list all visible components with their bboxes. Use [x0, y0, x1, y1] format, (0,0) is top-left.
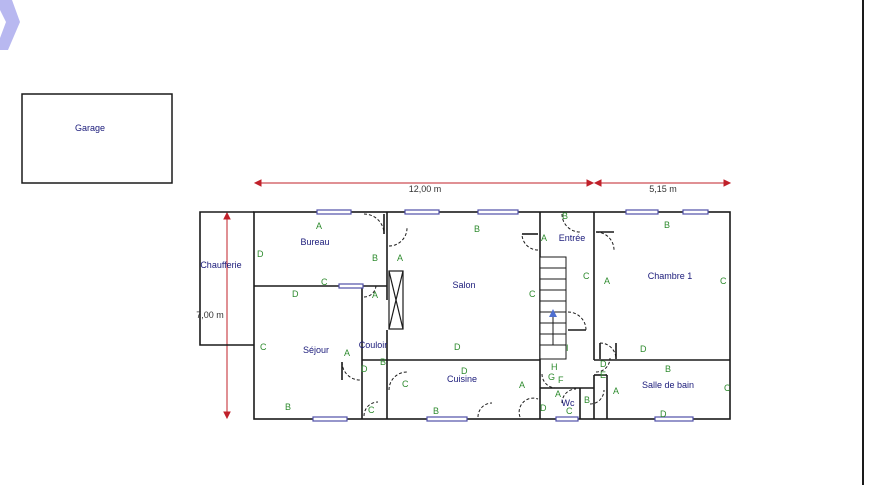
dimension-label-width-right: 5,15 m — [649, 184, 677, 194]
wall-letter: A — [604, 276, 610, 286]
wall-letter: B — [665, 364, 671, 374]
wall-letter: B — [474, 224, 480, 234]
wall-letter: C — [724, 383, 731, 393]
room-label-chambre1: Chambre 1 — [648, 271, 693, 281]
wall-letter: B — [372, 253, 378, 263]
wall-letters: A B C D A B C D A B A B C D A B C A B C … — [257, 211, 731, 419]
dimension-label-height: 7,00 m — [196, 310, 224, 320]
wall-letter: D — [361, 364, 368, 374]
wall-letter: C — [583, 271, 590, 281]
wall-letter: A — [316, 221, 322, 231]
room-label-sejour: Séjour — [303, 345, 329, 355]
garage-room[interactable] — [21, 93, 173, 184]
wall-letter: C — [720, 276, 727, 286]
staircase[interactable] — [539, 256, 567, 360]
room-label-salon: Salon — [452, 280, 475, 290]
dimension-height — [223, 211, 231, 420]
room-label-chaufferie: Chaufferie — [200, 260, 241, 270]
wall-letter: E — [600, 370, 606, 380]
room-label-salle-de-bain: Salle de bain — [642, 380, 694, 390]
wall-letter: B — [433, 406, 439, 416]
wall-letter: H — [551, 362, 558, 372]
wall-letter: B — [285, 402, 291, 412]
corner-logo — [0, 0, 20, 50]
wall-letter: D — [461, 366, 468, 376]
wall-letter: C — [402, 379, 409, 389]
wall-letter: D — [540, 403, 547, 413]
wall-letter: D — [640, 344, 647, 354]
windows[interactable] — [312, 209, 709, 422]
wall-letter: B — [584, 395, 590, 405]
wall-letter: F — [558, 375, 564, 385]
wall-letter: B — [562, 211, 568, 221]
chimney — [388, 270, 404, 330]
wall-letter: C — [260, 342, 267, 352]
room-label-wc: Wc — [562, 398, 575, 408]
room-label-couloir: Couloir — [359, 340, 388, 350]
wall-letter: C — [321, 277, 328, 287]
wall-letter: A — [613, 386, 619, 396]
wall-letter: C — [566, 406, 573, 416]
room-label-garage: Garage — [75, 123, 105, 133]
room-label-bureau: Bureau — [300, 237, 329, 247]
wall-letter: B — [664, 220, 670, 230]
room-label-entree: Entrée — [559, 233, 586, 243]
wall-letter: D — [257, 249, 264, 259]
wall-letter: D — [292, 289, 299, 299]
wall-letter: C — [368, 405, 375, 415]
wall-letter: B — [380, 357, 386, 367]
wall-letter: A — [344, 348, 350, 358]
wall-letter: D — [660, 409, 667, 419]
wall-letter: A — [555, 389, 561, 399]
wall-letter: A — [519, 380, 525, 390]
doors[interactable] — [341, 213, 617, 418]
wall-letter: C — [529, 289, 536, 299]
dimension-label-width-main: 12,00 m — [409, 184, 442, 194]
wall-letter: A — [397, 253, 403, 263]
wall-letter: D — [454, 342, 461, 352]
wall-letter: D — [600, 359, 607, 369]
wall-letter: I — [566, 343, 569, 353]
wall-letter: A — [372, 290, 378, 300]
wall-letter: G — [548, 372, 555, 382]
dimension-width-main — [253, 179, 595, 187]
door-frames — [341, 214, 617, 380]
room-label-cuisine: Cuisine — [447, 374, 477, 384]
wall-letter: A — [541, 233, 547, 243]
dimension-width-right — [593, 179, 732, 187]
